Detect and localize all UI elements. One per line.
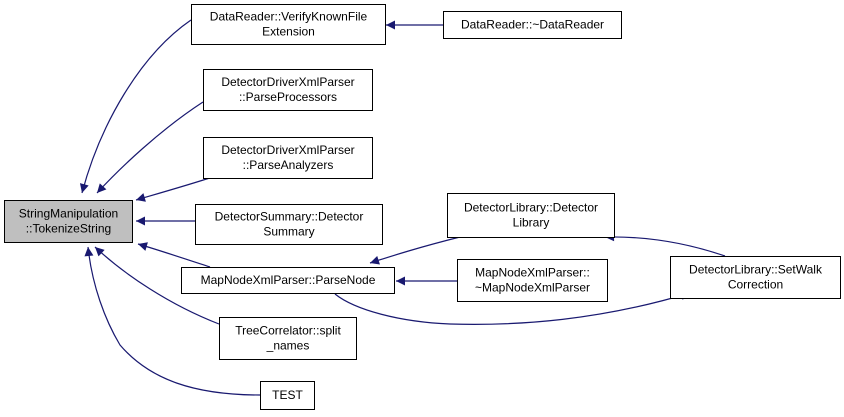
node-label-parse_analyzers-line-0: DetectorDriverXmlParser [221, 143, 354, 157]
node-label-detector_library-line-1: Library [513, 216, 550, 230]
node-tokenize[interactable]: StringManipulation::TokenizeString [4, 200, 133, 243]
edges-layer [79, 19, 726, 396]
node-box-datareader_dtor[interactable] [443, 11, 622, 39]
node-box-mapnode_dtor[interactable] [457, 259, 608, 302]
edge-split_names-to-tokenize [94, 246, 220, 325]
node-label-test-line-0: TEST [272, 388, 303, 402]
edge-parse_node-to-tokenize [137, 242, 211, 268]
node-label-datareader_dtor-line-0: DataReader::~DataReader [461, 18, 604, 32]
edge-parse_processors-to-tokenize [96, 101, 204, 194]
node-parse_node[interactable]: MapNodeXmlParser::ParseNode [181, 267, 395, 294]
edge-detector_library-to-parse_node [369, 236, 461, 265]
node-box-parse_analyzers[interactable] [203, 137, 373, 179]
node-mapnode_dtor[interactable]: MapNodeXmlParser::~MapNodeXmlParser [457, 259, 608, 302]
nodes-layer: StringManipulation::TokenizeString DataRe… [4, 4, 841, 410]
node-parse_processors[interactable]: DetectorDriverXmlParser::ParseProcessors [203, 69, 373, 111]
node-box-test[interactable] [260, 381, 315, 410]
edge-set_walk-to-detector_library [604, 232, 726, 257]
node-label-split_names-line-0: TreeCorrelator::split [235, 324, 341, 338]
node-box-tokenize[interactable] [4, 200, 133, 243]
node-label-tokenize-line-0: StringManipulation [19, 207, 118, 221]
node-label-parse_node-line-0: MapNodeXmlParser::ParseNode [201, 273, 376, 287]
node-label-set_walk-line-0: DetectorLibrary::SetWalk [689, 263, 823, 277]
node-box-detector_library[interactable] [447, 193, 615, 238]
node-label-detector_summary-line-1: Summary [263, 225, 314, 239]
node-detector_library[interactable]: DetectorLibrary::DetectorLibrary [447, 193, 615, 238]
node-label-tokenize-line-1: ::TokenizeString [26, 222, 111, 236]
node-box-set_walk[interactable] [670, 256, 841, 299]
node-box-split_names[interactable] [219, 317, 357, 360]
node-label-mapnode_dtor-line-0: MapNodeXmlParser:: [475, 266, 590, 280]
node-parse_analyzers[interactable]: DetectorDriverXmlParser::ParseAnalyzers [203, 137, 373, 179]
node-label-detector_summary-line-0: DetectorSummary::Detector [215, 210, 364, 224]
node-box-verify[interactable] [191, 4, 386, 45]
node-label-parse_processors-line-1: ::ParseProcessors [239, 90, 337, 104]
node-box-parse_node[interactable] [181, 267, 395, 294]
node-label-parse_analyzers-line-1: ::ParseAnalyzers [243, 158, 334, 172]
node-label-split_names-line-1: _names [266, 339, 310, 353]
node-label-parse_processors-line-0: DetectorDriverXmlParser [221, 75, 354, 89]
node-detector_summary[interactable]: DetectorSummary::DetectorSummary [195, 204, 383, 245]
node-datareader_dtor[interactable]: DataReader::~DataReader [443, 11, 622, 39]
node-split_names[interactable]: TreeCorrelator::split_names [219, 317, 357, 360]
edge-set_walk-to-parse_node [334, 291, 691, 325]
node-label-verify-line-0: DataReader::VerifyKnownFile [210, 10, 368, 24]
node-box-detector_summary[interactable] [195, 204, 383, 245]
node-label-mapnode_dtor-line-1: ~MapNodeXmlParser [475, 281, 590, 295]
node-test[interactable]: TEST [260, 381, 315, 410]
node-label-detector_library-line-0: DetectorLibrary::Detector [464, 201, 598, 215]
edge-parse_analyzers-to-tokenize [135, 175, 217, 202]
edge-verify-to-tokenize [79, 19, 192, 194]
edge-test-to-tokenize [84, 246, 261, 396]
node-box-parse_processors[interactable] [203, 69, 373, 111]
node-label-set_walk-line-1: Correction [728, 278, 783, 292]
node-label-verify-line-1: Extension [262, 25, 315, 39]
